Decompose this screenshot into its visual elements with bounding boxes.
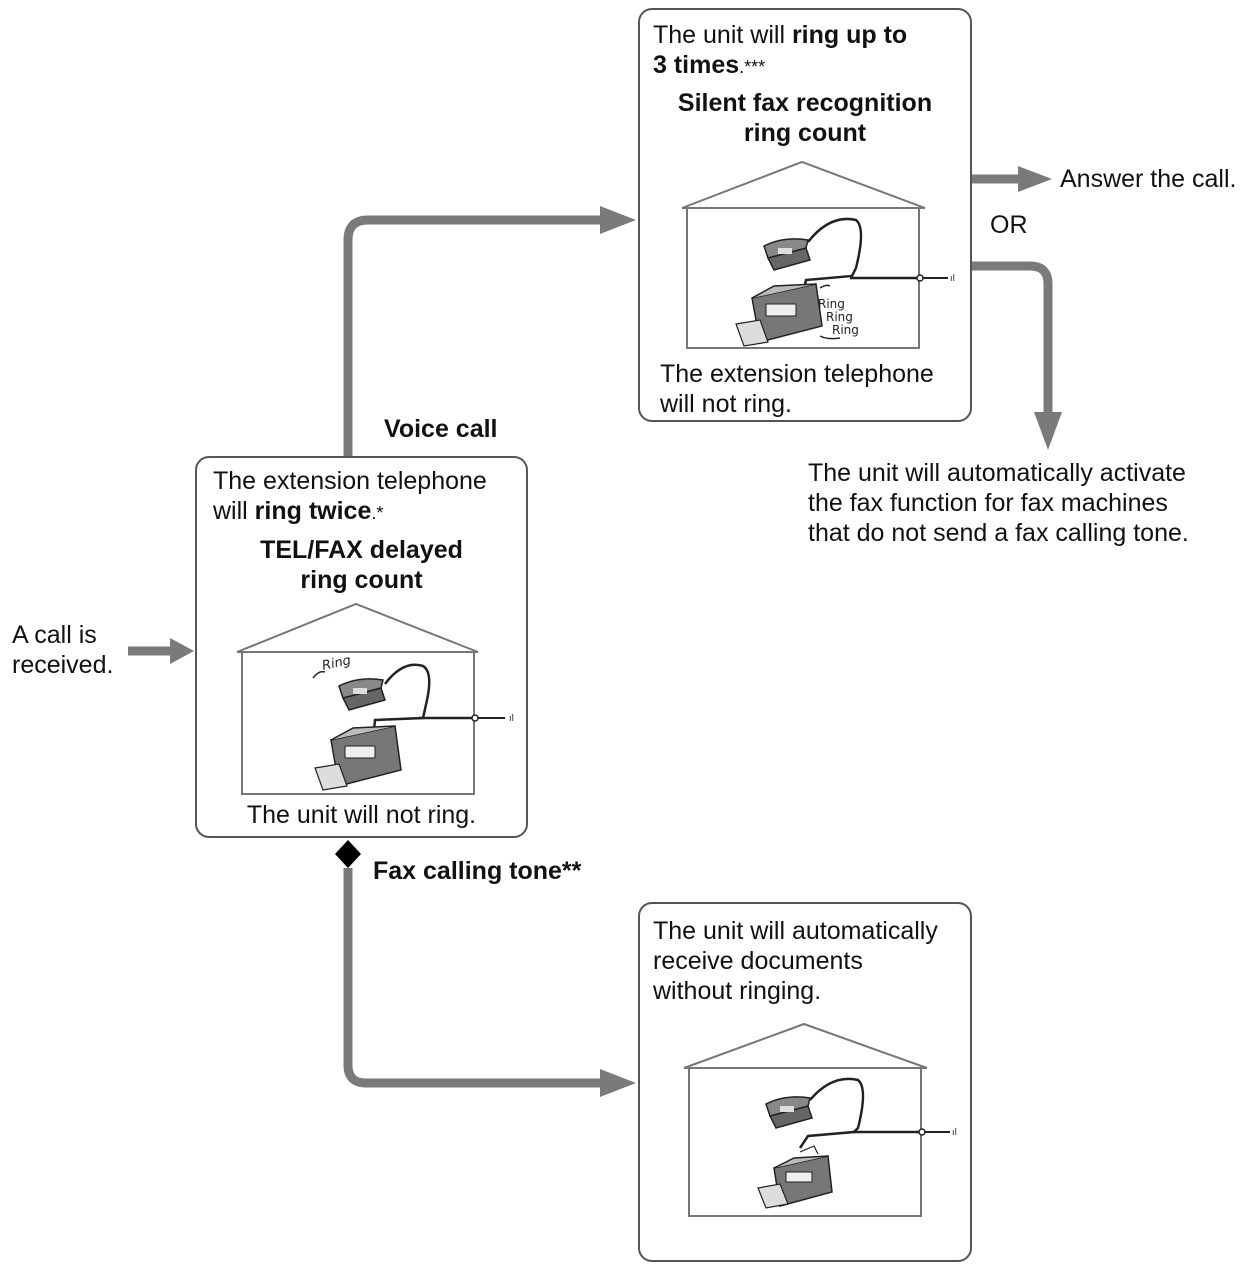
auto-activate-text: The unit will automatically activate the… — [808, 458, 1238, 548]
silent-intro: The unit will ring up to 3 times.*** — [653, 20, 963, 82]
house-roof — [683, 1022, 928, 1069]
voice-call-label: Voice call — [384, 415, 498, 443]
receive-line3: without ringing. — [653, 977, 822, 1005]
incoming-arrow-head — [170, 638, 194, 664]
start-label-line1: A call is — [12, 621, 97, 649]
silent-title: Silent fax recognition ring count — [638, 88, 972, 148]
or-label: OR — [990, 211, 1028, 239]
fax-calling-tone-label: Fax calling tone** — [373, 857, 582, 885]
extension-phone-icon — [763, 238, 811, 271]
silent-ring-up-to: ring up to — [791, 21, 908, 49]
receive-line2: receive documents — [653, 947, 863, 975]
delayed-title-line2: ring count — [300, 566, 423, 594]
house-illustration-silent: ıl Ring Ring Ring — [681, 160, 955, 349]
receive-line1: The unit will automatically — [653, 917, 938, 945]
silent-ring-label-2: Ring — [826, 310, 853, 324]
receive-text: The unit will automatically receive docu… — [653, 916, 963, 1006]
silent-three-times: 3 times — [653, 51, 740, 79]
house-roof — [236, 602, 479, 653]
auto-activate-arrow-head — [1034, 412, 1062, 450]
auto-activate-path — [972, 261, 1053, 418]
delayed-will: will — [213, 497, 255, 525]
svg-text:ıl: ıl — [509, 714, 514, 724]
start-label-line2: received. — [12, 651, 114, 679]
fax-arrow-head — [600, 1069, 636, 1097]
delayed-bottom-text: The unit will not ring. — [246, 801, 477, 829]
delayed-intro: The extension telephone will ring twice.… — [213, 466, 513, 528]
svg-text:ıl: ıl — [950, 274, 955, 284]
house-walls — [241, 651, 475, 795]
silent-ring-label-3: Ring — [832, 323, 859, 337]
silent-bottom-line1: The extension telephone — [660, 360, 934, 388]
fax-machine-icon — [757, 1145, 833, 1209]
silent-footnote: .*** — [739, 57, 766, 77]
delayed-intro-line1: The extension telephone — [213, 467, 487, 495]
extension-phone-icon — [338, 678, 386, 711]
auto-activate-line2: the fax function for fax machines — [808, 489, 1168, 517]
auto-activate-line3: that do not send a fax calling tone. — [808, 519, 1189, 547]
delayed-intro-line2: will ring twice.* — [213, 496, 513, 528]
silent-bottom-line2: will not ring. — [660, 390, 792, 418]
voice-arrow-head — [600, 206, 636, 234]
decision-diamond — [335, 840, 361, 868]
house-walls — [688, 1067, 922, 1217]
extension-phone-icon — [765, 1096, 813, 1129]
fax-tone-path — [343, 868, 605, 1088]
delayed-title: TEL/FAX delayed ring count — [195, 535, 528, 595]
fax-machine-icon — [314, 725, 402, 791]
silent-title-line1: Silent fax recognition — [677, 89, 933, 117]
fax-machine-icon — [735, 283, 823, 347]
silent-bottom-text: The extension telephone will not ring. — [660, 359, 960, 419]
house-illustration-delayed: ıl Ring — [236, 602, 514, 795]
start-label: A call is received. — [12, 620, 113, 680]
svg-text:ıl: ıl — [952, 1128, 957, 1138]
delayed-ring-twice: ring twice — [254, 497, 372, 525]
silent-title-line2: ring count — [743, 119, 867, 147]
answer-call-text: Answer the call. — [1060, 165, 1237, 193]
delayed-ring-label: Ring — [321, 653, 353, 674]
answer-arrow-head — [1018, 166, 1052, 192]
silent-intro-text: The unit will — [653, 21, 792, 49]
silent-intro-line1: The unit will ring up to — [653, 20, 963, 50]
house-roof — [681, 160, 926, 209]
voice-call-path — [343, 215, 605, 458]
auto-activate-line1: The unit will automatically activate — [808, 459, 1186, 487]
silent-ring-label-1: Ring — [818, 297, 845, 311]
silent-intro-line2: 3 times.*** — [653, 50, 963, 82]
delayed-footnote: .* — [371, 503, 384, 523]
house-illustration-receive: ıl — [683, 1022, 957, 1217]
box-auto-receive — [638, 902, 972, 1262]
box-silent-fax — [638, 8, 972, 422]
delayed-title-line1: TEL/FAX delayed — [260, 536, 463, 564]
